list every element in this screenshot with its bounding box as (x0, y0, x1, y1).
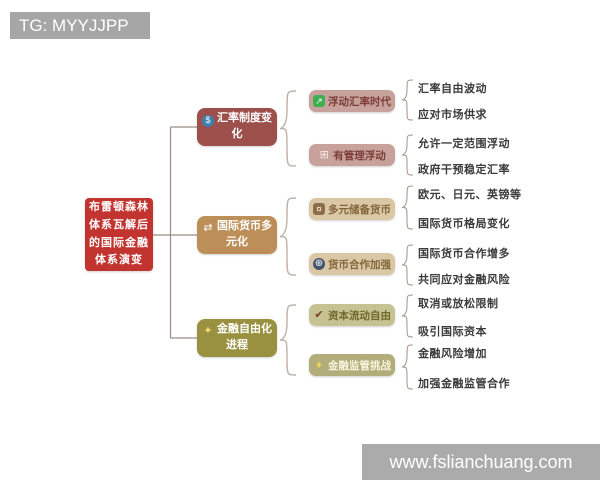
leaf-node[interactable]: 汇率自由波动 (418, 83, 487, 95)
sub-label: 资本流动自由 (328, 309, 391, 322)
sub-node-managed-float[interactable]: ⊞ 有管理浮动 (309, 144, 395, 166)
sub-label: 浮动汇率时代 (328, 95, 391, 108)
grid-icon: ⊞ (319, 148, 329, 161)
leaf-node[interactable]: 金融风险增加 (418, 348, 487, 360)
globe-currency-icon: $ (202, 114, 214, 127)
leaf-node[interactable]: 国际货币合作增多 (418, 248, 510, 260)
leaf-node[interactable]: 共同应对金融风险 (418, 274, 510, 286)
leaf-node[interactable]: 应对市场供求 (418, 109, 487, 121)
currency-sign-icon: ¤ (313, 203, 325, 215)
root-node[interactable]: 布雷顿森林体系瓦解后的国际金融体系演变 (85, 198, 153, 271)
leaf-node[interactable]: 欧元、日元、英镑等 (418, 189, 522, 201)
branch-label: 金融自由化进程 (217, 323, 272, 351)
leaf-node[interactable]: 政府干预稳定汇率 (418, 164, 510, 176)
sub-label: 多元储备货币 (328, 203, 391, 216)
sub-node-reserve-currencies[interactable]: ¤多元储备货币 (309, 198, 395, 220)
checkmark-icon: ✔ (314, 308, 324, 321)
branch-node-financial-liberalization[interactable]: ✦ 金融自由化进程 (197, 319, 277, 357)
leaf-node[interactable]: 吸引国际资本 (418, 326, 487, 338)
branch-label: 汇率制度变化 (217, 112, 272, 140)
tag-watermark: TG: MYYJJPP (10, 12, 150, 39)
branch-braces (279, 90, 297, 376)
branch-node-exchange-rate-system[interactable]: $汇率制度变化 (197, 108, 277, 146)
url-watermark: www.fslianchuang.com (362, 444, 600, 480)
branch-node-currency-diversification[interactable]: ⇄ 国际货币多元化 (197, 216, 277, 254)
leaf-node[interactable]: 允许一定范围浮动 (418, 138, 510, 150)
sub-label: 货币合作加强 (328, 258, 391, 271)
chart-up-icon: ↗ (313, 95, 325, 107)
lightbulb-icon: ♦ (316, 358, 322, 371)
leaf-node[interactable]: 国际货币格局变化 (418, 218, 510, 230)
key-icon: ✦ (203, 325, 213, 338)
exchange-arrows-icon: ⇄ (203, 222, 213, 235)
root-label: 布雷顿森林体系瓦解后的国际金融体系演变 (89, 200, 149, 267)
globe-icon: ⊕ (313, 258, 325, 270)
leaf-node[interactable]: 加强金融监管合作 (418, 378, 510, 390)
branch-label: 国际货币多元化 (217, 220, 272, 248)
sub-node-regulatory-challenge[interactable]: ♦ 金融监管挑战 (309, 354, 395, 376)
sub-node-capital-flow-freedom[interactable]: ✔ 资本流动自由 (309, 304, 395, 326)
sub-node-monetary-cooperation[interactable]: ⊕货币合作加强 (309, 253, 395, 275)
sub-node-floating-rate-era[interactable]: ↗浮动汇率时代 (309, 90, 395, 112)
sub-label: 有管理浮动 (333, 149, 386, 162)
leaf-node[interactable]: 取消或放松限制 (418, 298, 499, 310)
leaf-braces (401, 79, 414, 390)
sub-label: 金融监管挑战 (328, 359, 391, 372)
